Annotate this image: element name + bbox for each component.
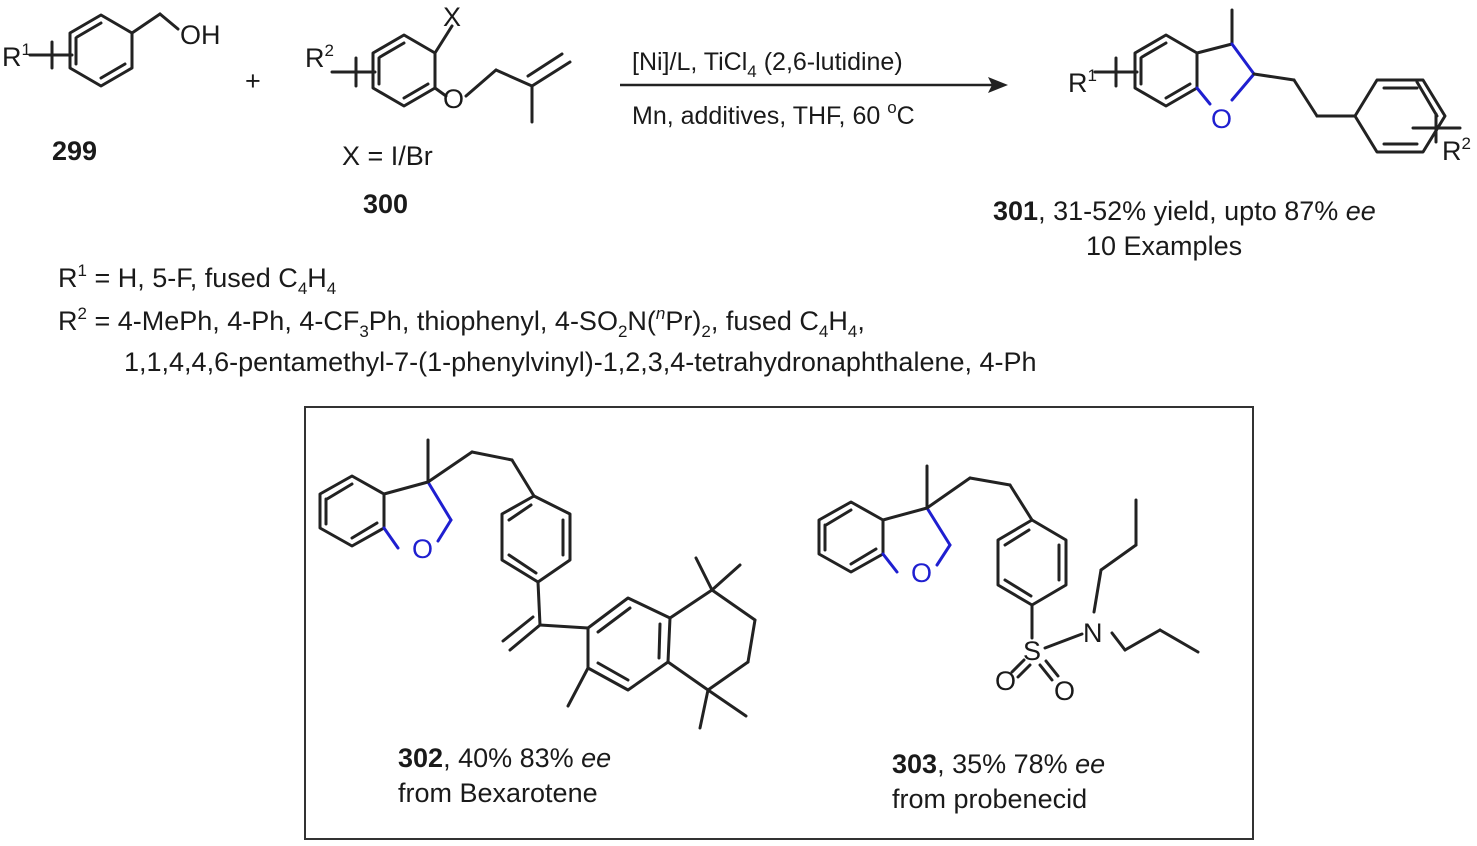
conditions-line-1: [Ni]/L, TiCl4 (2,6-lutidine) bbox=[632, 48, 903, 81]
compound-299-structure: OH R1 bbox=[2, 12, 221, 88]
conditions-line-2: Mn, additives, THF, 60 oC bbox=[632, 98, 915, 130]
r1-label-299: R1 bbox=[2, 40, 31, 72]
plus-sign: + bbox=[245, 66, 261, 96]
r2-definition-line-2: 1,1,4,4,6-pentamethyl-7-(1-phenylvinyl)-… bbox=[124, 347, 1037, 377]
compound-300-id: 300 bbox=[363, 189, 408, 219]
examples-box bbox=[304, 406, 1254, 840]
sulfonyl-oxygen-2: O bbox=[1054, 676, 1075, 706]
compound-303-structure: O S N O O bbox=[817, 464, 1200, 706]
nitrogen-atom-303: N bbox=[1083, 618, 1103, 648]
halogen-definition: X = I/Br bbox=[342, 141, 433, 171]
compound-302-label: 302, 40% 83% ee bbox=[398, 743, 611, 773]
ether-oxygen-300: O bbox=[443, 84, 464, 114]
compound-299-id: 299 bbox=[52, 136, 97, 166]
compound-302-source: from Bexarotene bbox=[398, 778, 598, 808]
compound-303-label: 303, 35% 78% ee bbox=[892, 749, 1105, 779]
r2-definition-line-1: R2 = 4-MePh, 4-Ph, 4-CF3Ph, thiophenyl, … bbox=[58, 304, 865, 341]
r1-label-301: R1 bbox=[1068, 66, 1097, 98]
sulfur-atom-303: S bbox=[1023, 636, 1041, 666]
r2-label-301: R2 bbox=[1442, 134, 1471, 166]
product-301-examples: 10 Examples bbox=[1086, 231, 1242, 261]
product-301-structure: O R1 R2 bbox=[1068, 8, 1471, 166]
hydroxyl-label: OH bbox=[180, 20, 221, 50]
product-301-yield: 301, 31-52% yield, upto 87% ee bbox=[993, 196, 1376, 226]
r1-definition: R1 = H, 5-F, fused C4H4 bbox=[58, 261, 336, 298]
compound-302-structure: O bbox=[318, 438, 757, 730]
ring-oxygen-301: O bbox=[1211, 104, 1232, 134]
r2-label-300: R2 bbox=[305, 41, 334, 73]
sulfonyl-oxygen-1: O bbox=[995, 666, 1016, 696]
compound-300-structure: X O R2 bbox=[305, 2, 572, 124]
halogen-x-label: X bbox=[443, 2, 461, 32]
reaction-arrow bbox=[620, 77, 1008, 93]
ring-oxygen-303: O bbox=[911, 558, 932, 588]
compound-303-source: from probenecid bbox=[892, 784, 1087, 814]
ring-oxygen-302: O bbox=[412, 534, 433, 564]
